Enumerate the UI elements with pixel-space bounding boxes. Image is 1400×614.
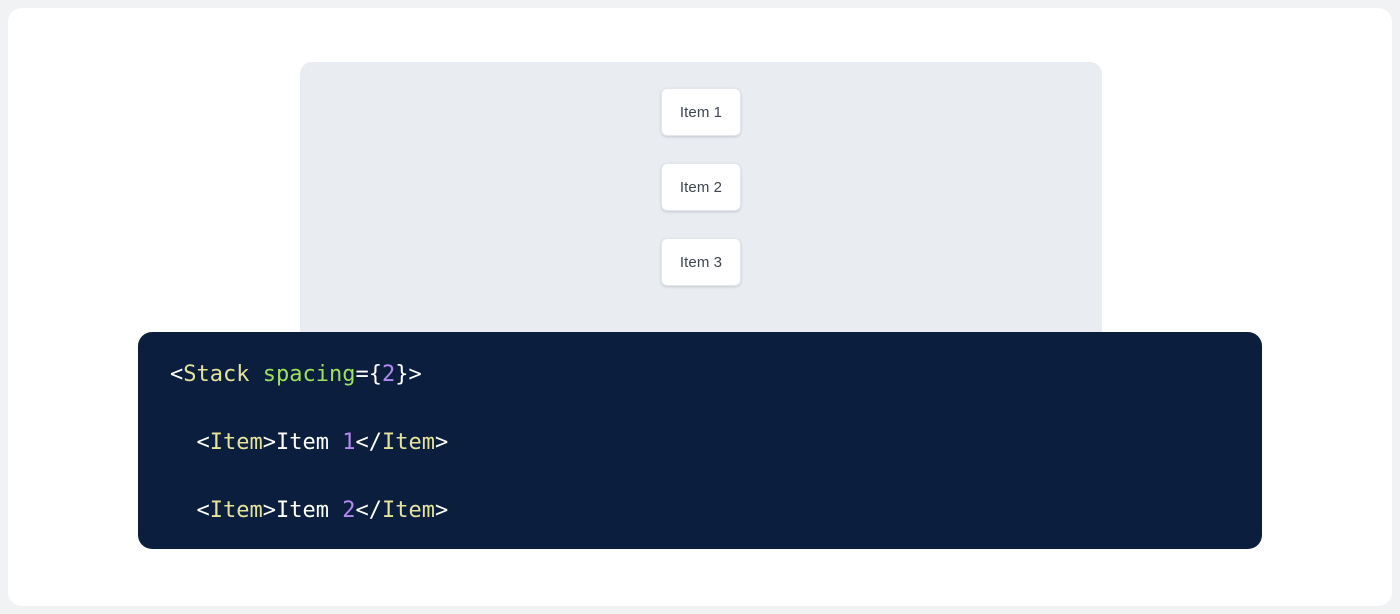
code-token-punct: <: [170, 430, 210, 455]
code-token-punct: >: [434, 430, 449, 455]
code-token-punct: >: [434, 498, 449, 523]
component-preview-panel: Item 1 Item 2 Item 3: [300, 62, 1102, 352]
stack-container: Item 1 Item 2 Item 3: [300, 88, 1102, 286]
code-token-tag: Stack: [183, 362, 250, 387]
code-line: <Item>Item 2</Item>: [170, 494, 1262, 528]
code-token-num: 1: [342, 430, 356, 455]
code-token-num: 2: [342, 498, 356, 523]
code-token-tag: Item: [209, 430, 263, 455]
code-line: <Stack spacing={2}>: [170, 358, 1262, 392]
stack-item-card[interactable]: Item 2: [661, 163, 741, 211]
code-token-punct: ={: [355, 362, 382, 387]
code-token-punct: </: [355, 498, 382, 523]
code-token-text: [249, 362, 262, 387]
code-block: <Stack spacing={2}> <Item>Item 1</Item> …: [170, 358, 1262, 549]
code-token-punct: <: [170, 362, 184, 387]
code-token-text: Item: [275, 498, 343, 523]
code-token-num: 2: [381, 362, 396, 387]
stack-item-card[interactable]: Item 1: [661, 88, 741, 136]
code-token-punct: <: [170, 498, 210, 523]
code-token-punct: >: [262, 498, 276, 523]
stack-item-label: Item 3: [679, 253, 723, 271]
code-token-text: Item: [275, 430, 343, 455]
code-token-tag: Item: [381, 430, 435, 455]
code-token-tag: Item: [209, 498, 263, 523]
code-token-punct: }>: [395, 362, 422, 387]
code-token-tag: Item: [381, 498, 435, 523]
code-snippet-panel: <Stack spacing={2}> <Item>Item 1</Item> …: [138, 332, 1262, 549]
stack-item-label: Item 2: [679, 178, 723, 196]
code-token-attr: spacing: [262, 362, 356, 387]
stack-item-label: Item 1: [679, 103, 723, 121]
code-token-punct: </: [355, 430, 382, 455]
code-line: <Item>Item 1</Item>: [170, 426, 1262, 460]
stack-item-card[interactable]: Item 3: [661, 238, 741, 286]
code-token-punct: >: [262, 430, 276, 455]
